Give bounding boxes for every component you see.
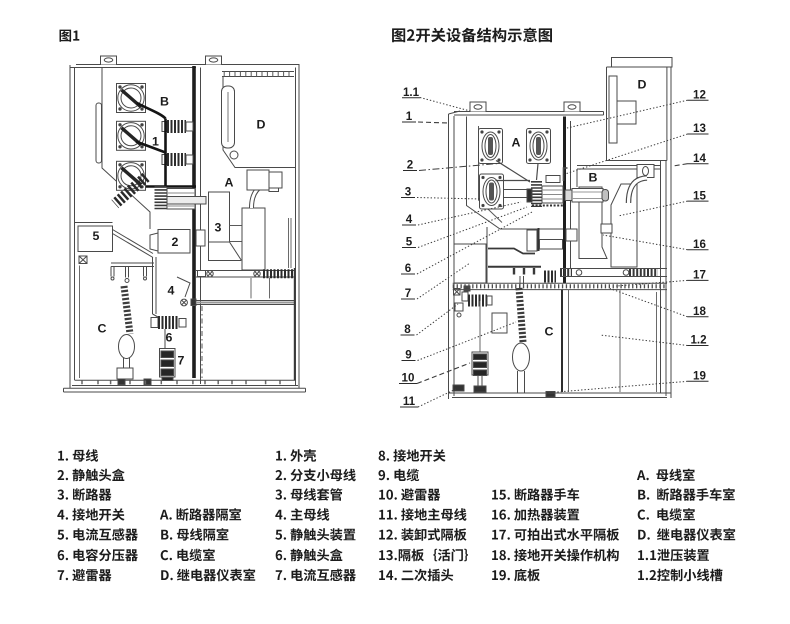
svg-text:D: D [257,118,266,132]
svg-text:C: C [545,325,554,339]
svg-text:1: 1 [152,135,159,149]
svg-text:7: 7 [405,287,411,300]
svg-text:8: 8 [404,323,411,336]
svg-text:B: B [160,95,169,109]
svg-text:6: 6 [405,262,412,275]
svg-text:1.2: 1.2 [690,334,706,347]
svg-text:13: 13 [693,122,706,135]
svg-text:19: 19 [693,370,706,383]
svg-text:1.1: 1.1 [403,86,420,99]
svg-text:15: 15 [693,189,706,202]
svg-text:11: 11 [403,395,416,408]
svg-text:4: 4 [406,213,413,226]
svg-text:5: 5 [406,236,413,249]
svg-text:A: A [225,176,234,190]
svg-text:B: B [589,171,598,185]
svg-text:3: 3 [215,221,222,235]
svg-text:9: 9 [405,349,412,362]
svg-text:7: 7 [178,354,185,368]
svg-text:1: 1 [406,110,413,123]
svg-text:12: 12 [693,88,706,101]
svg-text:3: 3 [405,186,412,199]
svg-text:D: D [638,78,647,92]
svg-text:A: A [512,136,521,150]
svg-text:2: 2 [172,235,179,249]
svg-text:C: C [98,322,107,336]
svg-text:16: 16 [693,238,706,251]
svg-text:5: 5 [93,229,100,243]
svg-text:17: 17 [693,269,706,282]
svg-text:18: 18 [693,305,706,318]
svg-text:10: 10 [402,372,415,385]
svg-text:2: 2 [407,159,413,172]
svg-text:4: 4 [168,284,175,298]
svg-text:14: 14 [693,152,706,165]
svg-text:6: 6 [166,331,173,345]
